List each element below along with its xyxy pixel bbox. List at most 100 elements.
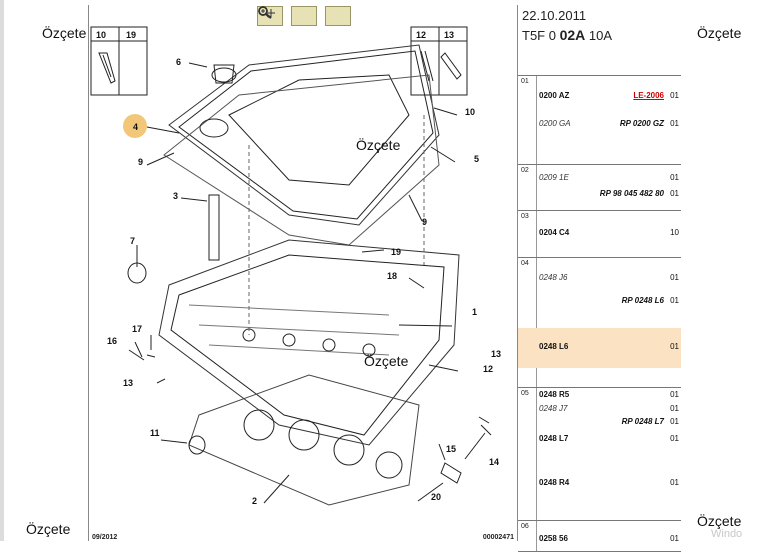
part-quantity: 01: [670, 390, 679, 399]
callout-13: 13: [491, 349, 501, 359]
part-quantity: 01: [670, 342, 679, 351]
group-number: 01: [521, 78, 529, 85]
part-quantity: 01: [670, 189, 679, 198]
diagram-toolbar: [257, 5, 351, 27]
group-number: 06: [521, 523, 529, 530]
part-reference: 0209 1E: [539, 173, 569, 182]
part-row[interactable]: 0248 L6 01: [539, 342, 681, 354]
activation-watermark: Windo: [711, 528, 743, 540]
part-row[interactable]: 0248 R5 01: [539, 390, 681, 402]
part-reference: 0200 GA: [539, 119, 571, 128]
group-divider: [536, 388, 537, 520]
part-replacement: RP 0248 L6: [621, 296, 664, 305]
inset-left-label-a: 10: [96, 30, 106, 40]
part-quantity: 01: [670, 91, 679, 100]
part-reference: 0248 L6: [539, 342, 569, 351]
group-divider: [536, 521, 537, 551]
group-number: 05: [521, 390, 529, 397]
overlay-label: Özçete: [42, 25, 87, 41]
callout-10: 10: [465, 107, 475, 117]
callout-4: 4: [133, 122, 138, 132]
diagram-footer-ref: 00002471: [482, 534, 514, 541]
move-button[interactable]: [258, 6, 351, 26]
callout-11: 11: [150, 428, 160, 438]
overlay-label: Özçete: [26, 521, 71, 537]
part-quantity: 01: [670, 273, 679, 282]
part-replacement: RP 0248 L7: [621, 417, 664, 426]
part-row[interactable]: 0204 C4 10: [539, 228, 681, 240]
part-reference: 0248 R4: [539, 478, 570, 487]
part-row[interactable]: RP 0248 L7 01: [539, 417, 681, 429]
part-quantity: 01: [670, 478, 679, 487]
callout-18: 18: [387, 271, 397, 281]
panel-header: 22.10.2011 T5F 0 02A 10A: [518, 5, 681, 76]
group-divider: [536, 258, 537, 387]
exploded-view-drawing: 10 19 12 13 1 2 3 4 5 6 7 9 9 10 11 12 1…: [90, 26, 501, 506]
callout-6: 6: [176, 57, 181, 67]
inset-right-label-a: 12: [416, 30, 426, 40]
part-quantity: 01: [670, 119, 679, 128]
group-number: 02: [521, 167, 529, 174]
part-quantity: 01: [670, 534, 679, 543]
callout-2: 2: [252, 496, 257, 506]
callout-17: 17: [132, 324, 142, 334]
callout-16: 16: [107, 336, 117, 346]
callout-3: 3: [173, 191, 178, 201]
callout-13b: 13: [123, 378, 133, 388]
parts-group: 02 0209 1E 01 RP 98 045 482 80 01: [518, 165, 681, 211]
callout-9b: 9: [422, 217, 427, 227]
group-divider: [536, 76, 537, 164]
part-quantity: 01: [670, 417, 679, 426]
part-row[interactable]: 0200 AZ LE-2006 01: [539, 91, 681, 103]
overlay-label: Özçete: [697, 25, 742, 41]
part-replacement: RP 0200 GZ: [619, 119, 664, 128]
header-date: 22.10.2011: [522, 8, 587, 23]
parts-group: 01 0200 AZ LE-2006 01 0200 GA RP 0200 GZ 01: [518, 76, 681, 165]
parts-diagram[interactable]: 10 19 12 13 1 2 3 4 5 6 7 9 9 10 11 12 1…: [88, 5, 518, 541]
callout-12: 12: [483, 364, 493, 374]
part-row[interactable]: 0248 R4 01: [539, 478, 681, 490]
part-quantity: 01: [670, 173, 679, 182]
move-icon: [258, 6, 275, 18]
part-reference: 0258 56: [539, 534, 568, 543]
row-highlight: [518, 328, 681, 368]
group-number: 04: [521, 260, 529, 267]
group-number: 03: [521, 213, 529, 220]
parts-group: 06 0258 56 01: [518, 521, 681, 552]
part-reference: 0248 R5: [539, 390, 570, 399]
group-divider: [536, 165, 537, 210]
callout-9: 9: [138, 157, 143, 167]
part-note-link[interactable]: LE-2006: [633, 91, 664, 100]
part-row[interactable]: 0209 1E 01: [539, 173, 681, 185]
callout-7: 7: [130, 236, 135, 246]
part-quantity: 01: [670, 434, 679, 443]
diagram-footer-date: 09/2012: [92, 534, 118, 541]
overlay-label: Özçete: [364, 352, 409, 369]
part-replacement: RP 98 045 482 80: [599, 189, 664, 198]
part-row[interactable]: RP 98 045 482 80 01: [539, 189, 681, 201]
part-quantity: 10: [670, 228, 679, 237]
part-row[interactable]: 0258 56 01: [539, 534, 681, 546]
inset-right-label-b: 13: [444, 30, 454, 40]
part-reference: 0204 C4: [539, 228, 570, 237]
part-reference: 0248 J7: [539, 404, 568, 413]
callout-19: 19: [391, 247, 401, 257]
callout-15: 15: [446, 444, 456, 454]
parts-list-panel: 22.10.2011 T5F 0 02A 10A 01 0200 AZ LE-200…: [517, 5, 681, 552]
part-reference: 0200 AZ: [539, 91, 570, 100]
callout-1: 1: [472, 307, 477, 317]
inset-left-label-b: 19: [126, 30, 136, 40]
callout-20: 20: [431, 492, 441, 502]
callout-5: 5: [474, 154, 479, 164]
part-row[interactable]: 0200 GA RP 0200 GZ 01: [539, 119, 681, 131]
overlay-label: Özçete: [697, 513, 742, 529]
parts-group: 03 0204 C4 10: [518, 211, 681, 258]
window-edge: [0, 0, 4, 541]
